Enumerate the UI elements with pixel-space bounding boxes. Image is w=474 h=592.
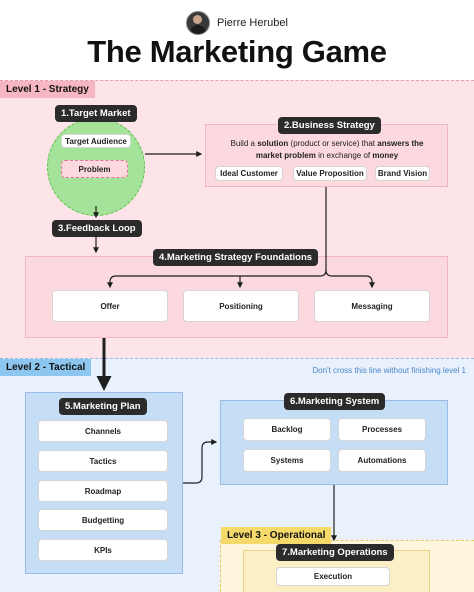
arrow-to-offer (107, 187, 327, 289)
marketing-system-title: 6.Marketing System (284, 393, 386, 410)
roadmap-chip: Roadmap (38, 480, 168, 502)
execution-chip: Execution (276, 567, 390, 586)
page-title: The Marketing Game (87, 34, 387, 69)
desc-part: Build a (230, 139, 255, 148)
business-strategy-title: 2.Business Strategy (278, 117, 381, 134)
positioning-chip: Positioning (183, 290, 299, 322)
level-note: Don't cross this line without finishing … (312, 366, 466, 375)
target-market-title: 1.Target Market (55, 105, 137, 122)
brand-vision-chip: Brand Vision (375, 166, 430, 181)
desc-bold: market problem (255, 151, 316, 160)
feedback-loop-title: 3.Feedback Loop (52, 220, 142, 237)
level-2-tag: Level 2 - Tactical (0, 359, 92, 376)
level-3-tag: Level 3 - Operational (221, 527, 332, 544)
value-proposition-chip: Value Proposition (293, 166, 367, 181)
marketing-operations-title: 7.Marketing Operations (276, 544, 394, 561)
ideal-customer-chip: Ideal Customer (215, 166, 283, 181)
offer-chip: Offer (52, 290, 168, 322)
desc-part: in exchange of (318, 151, 371, 160)
processes-chip: Processes (338, 418, 426, 441)
desc-bold: money (372, 151, 399, 160)
arrow-plan-to-system (183, 439, 218, 484)
backlog-chip: Backlog (243, 418, 331, 441)
level-1-tag: Level 1 - Strategy (0, 81, 95, 98)
systems-chip: Systems (243, 449, 331, 472)
kpis-chip: KPIs (38, 539, 168, 561)
business-strategy-description: Build a solution (product or service) th… (215, 138, 439, 162)
author-name: Pierre Herubel (217, 17, 288, 29)
automations-chip: Automations (338, 449, 426, 472)
marketing-plan-title: 5.Marketing Plan (59, 398, 147, 415)
tactics-chip: Tactics (38, 450, 168, 472)
desc-bold: solution (257, 139, 289, 148)
problem-chip: Problem (61, 160, 128, 178)
target-audience-chip: Target Audience (61, 134, 131, 148)
arrow-to-messaging (325, 269, 375, 289)
avatar (186, 11, 211, 35)
author-row: Pierre Herubel (0, 10, 474, 36)
desc-part: (product or service) that (290, 139, 376, 148)
budgetting-chip: Budgetting (38, 509, 168, 531)
messaging-chip: Messaging (314, 290, 430, 322)
desc-bold: answers the (377, 139, 424, 148)
foundations-title: 4.Marketing Strategy Foundations (153, 249, 319, 266)
channels-chip: Channels (38, 420, 168, 442)
